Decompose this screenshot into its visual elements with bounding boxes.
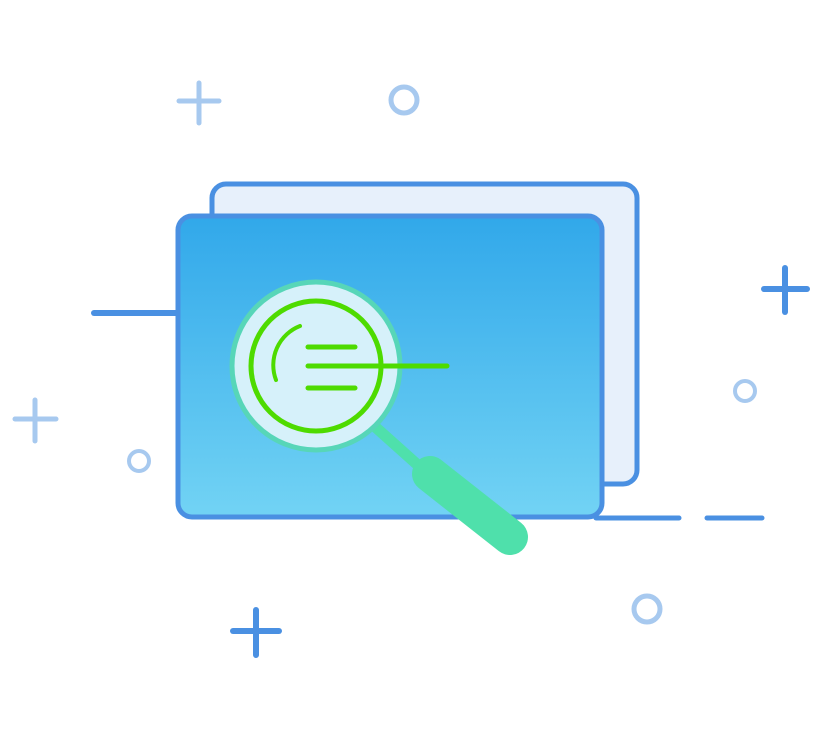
plus-icon: [12, 397, 59, 444]
plus-icon: [230, 607, 282, 658]
magnifier-neck: [366, 418, 426, 473]
magnifier-handle: [412, 456, 528, 555]
lens-reflection-arc: [271, 324, 302, 382]
circle-icon: [733, 379, 757, 403]
plus-icon: [176, 80, 222, 126]
plus-icon: [761, 265, 810, 315]
circle-icon: [388, 84, 420, 116]
magnifier-icon: [229, 279, 528, 555]
circle-icon: [127, 449, 151, 473]
circle-icon: [631, 593, 663, 625]
